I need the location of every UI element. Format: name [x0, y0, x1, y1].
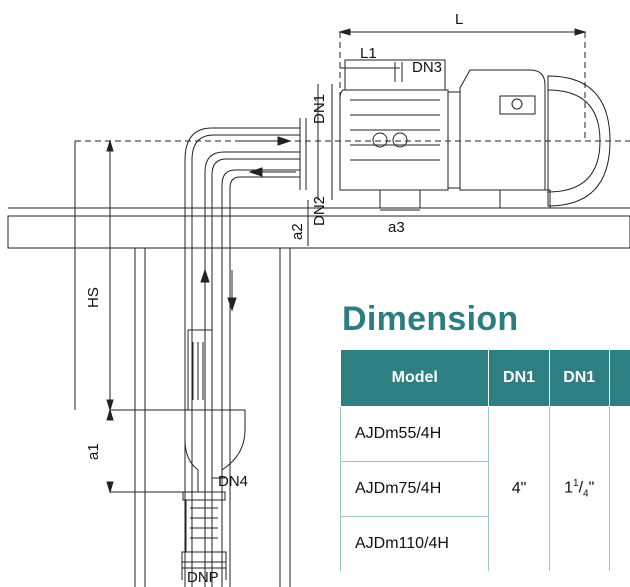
- cell-model: AJDm55/4H: [340, 406, 490, 462]
- label-DNP: DNP: [187, 569, 219, 586]
- header-dn1: DN1: [488, 349, 550, 407]
- cell-truncated-merged: 1: [608, 406, 630, 571]
- dimension-title: Dimension: [342, 300, 519, 338]
- table-header-row: Model DN1 DN1 D: [340, 349, 630, 407]
- fraction-whole: 1: [564, 479, 574, 497]
- label-DN4: DN4: [218, 473, 248, 490]
- header-dn1-second: DN1: [548, 349, 610, 407]
- reference-lines: [75, 32, 630, 142]
- fraction-numerator: 1: [573, 478, 579, 490]
- cell-dn1-second-merged: 11/4": [548, 406, 610, 571]
- fraction-inch-mark: ": [588, 479, 595, 497]
- label-a3: a3: [388, 219, 405, 236]
- pipe-work: [184, 118, 307, 587]
- cell-dn1-merged: 4": [488, 406, 550, 571]
- label-L: L: [455, 11, 463, 28]
- fraction-denominator: 4: [583, 488, 589, 500]
- table-row: AJDm75/4H: [340, 461, 630, 517]
- dimension-table-wrap: Model DN1 DN1 D AJDm55/4H 4" 11/4" 1 AJD…: [340, 349, 630, 571]
- dimension-lines: [74, 28, 587, 580]
- label-a2-vertical: a2: [289, 223, 306, 240]
- cell-model: AJDm110/4H: [340, 516, 490, 571]
- header-truncated: D: [608, 349, 630, 407]
- label-DN2-vertical: DN2: [311, 196, 328, 226]
- flow-arrows: [200, 136, 296, 312]
- header-model: Model: [340, 349, 490, 407]
- label-DN1-vertical: DN1: [311, 94, 328, 124]
- well-shaft: [134, 248, 291, 587]
- label-DN3: DN3: [412, 59, 442, 76]
- table-row: AJDm110/4H: [340, 516, 630, 571]
- pump-body: [339, 59, 611, 209]
- fraction-slash: /: [578, 479, 584, 497]
- table-row: AJDm55/4H 4" 11/4" 1: [340, 406, 630, 571]
- label-HS-vertical: HS: [85, 287, 102, 308]
- cell-model: AJDm75/4H: [340, 461, 490, 517]
- dimension-table: Model DN1 DN1 D AJDm55/4H 4" 11/4" 1 AJD…: [340, 349, 630, 571]
- jet-ejector: [181, 329, 246, 563]
- label-L1: L1: [360, 45, 377, 62]
- label-a1-vertical: a1: [85, 443, 102, 460]
